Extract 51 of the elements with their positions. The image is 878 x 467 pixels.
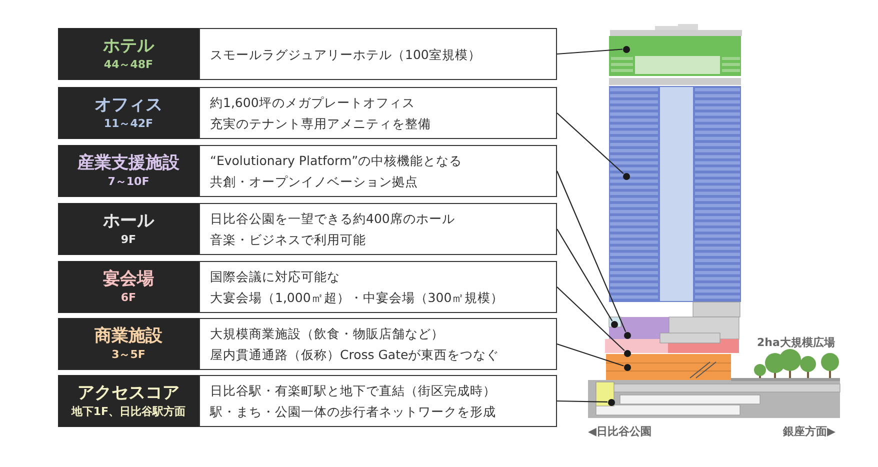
- description-box: [199, 28, 557, 80]
- description-text: 大規模商業施設（飲食・物販店舗など）: [210, 325, 445, 343]
- leader-line: [556, 286, 625, 351]
- description-text: スモールラグジュアリーホテル（100室規模）: [210, 46, 482, 64]
- description-text: 充実のテナント専用アメニティを整備: [210, 115, 432, 133]
- description-text: 屋内貫通通路（仮称）Cross Gateが東西をつなぐ: [210, 346, 500, 364]
- description-box: [199, 261, 557, 313]
- leader-line: [556, 343, 624, 366]
- leader-line: [556, 170, 626, 332]
- section-title: ホール: [103, 210, 154, 232]
- floor-label-box: [58, 375, 199, 427]
- floor-label-box: [58, 87, 199, 139]
- floor-label-box: [58, 261, 199, 313]
- leader-line: [556, 400, 608, 402]
- description-text: 約1,600坪のメガプレートオフィス: [210, 94, 416, 112]
- floor-range: 7～10F: [108, 174, 150, 190]
- floor-range: 6F: [120, 290, 136, 306]
- leader-line: [556, 112, 624, 174]
- section-title: ホテル: [103, 35, 154, 57]
- description-text: 大宴会場（1,000㎡超）・中宴会場（300㎡規模）: [210, 289, 505, 307]
- floor-label-box: [58, 145, 199, 197]
- section-title: 宴会場: [103, 268, 154, 290]
- leader-line: [556, 228, 613, 322]
- description-text: 共創・オープンイノベーション拠点: [210, 173, 419, 191]
- floor-range: 3～5F: [112, 347, 146, 363]
- floor-label-box: [58, 318, 199, 370]
- description-box: [199, 318, 557, 370]
- leader-line: [556, 48, 623, 55]
- floor-range: 地下1F、日比谷駅方面: [71, 404, 186, 420]
- direction-label: ◀日比谷公園: [588, 424, 652, 439]
- description-text: 国際会議に対応可能な: [210, 268, 341, 286]
- section-title: オフィス: [94, 94, 162, 116]
- section-title: アクセスコア: [78, 382, 180, 404]
- description-box: [199, 145, 557, 197]
- floor-range: 44～48F: [104, 57, 154, 73]
- direction-label: 銀座方面▶: [783, 424, 836, 439]
- description-box: [199, 87, 557, 139]
- description-box: [199, 375, 557, 427]
- description-text: 日比谷駅・有楽町駅と地下で直結（街区完成時）: [210, 382, 497, 400]
- plaza-label: 2ha大規模広場: [757, 335, 835, 350]
- description-text: 日比谷公園を一望できる約400席のホール: [210, 210, 456, 228]
- section-title: 産業支援施設: [78, 152, 180, 174]
- description-text: 駅・まち・公園一体の歩行者ネットワークを形成: [210, 403, 497, 421]
- floor-label-box: [58, 203, 199, 255]
- floor-range: 9F: [120, 232, 136, 248]
- description-text: “Evolutionary Platform”の中核機能となる: [210, 152, 464, 170]
- floor-label-box: [58, 28, 199, 80]
- floor-range: 11～42F: [104, 116, 154, 132]
- section-title: 商業施設: [94, 325, 162, 347]
- description-box: [199, 203, 557, 255]
- description-text: 音楽・ビジネスで利用可能: [210, 231, 367, 249]
